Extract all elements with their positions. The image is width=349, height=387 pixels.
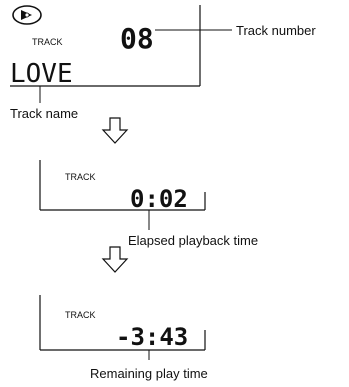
elapsed-time-label: Elapsed playback time [128,233,258,248]
down-arrow-icon [101,246,129,273]
track-indicator: TRACK [65,310,96,320]
remaining-time-value: -3:43 [116,323,188,351]
track-indicator: TRACK [32,37,63,47]
display-panel-2: TRACK 0:02 Elapsed playback time [39,160,258,248]
track-name-label: Track name [10,106,78,121]
display-panel-3: TRACK -3:43 Remaining play time [39,295,208,381]
track-number-value: 08 [120,22,154,55]
down-arrow-icon [101,117,129,144]
display-panel-1: TRACK 08 LOVE Track number Track name [10,5,316,121]
elapsed-time-value: 0:02 [130,185,188,213]
track-name-value: LOVE [10,59,73,89]
track-indicator: TRACK [65,172,96,182]
remaining-time-label: Remaining play time [90,366,208,381]
disc-icon [12,5,42,25]
track-number-label: Track number [236,23,316,38]
